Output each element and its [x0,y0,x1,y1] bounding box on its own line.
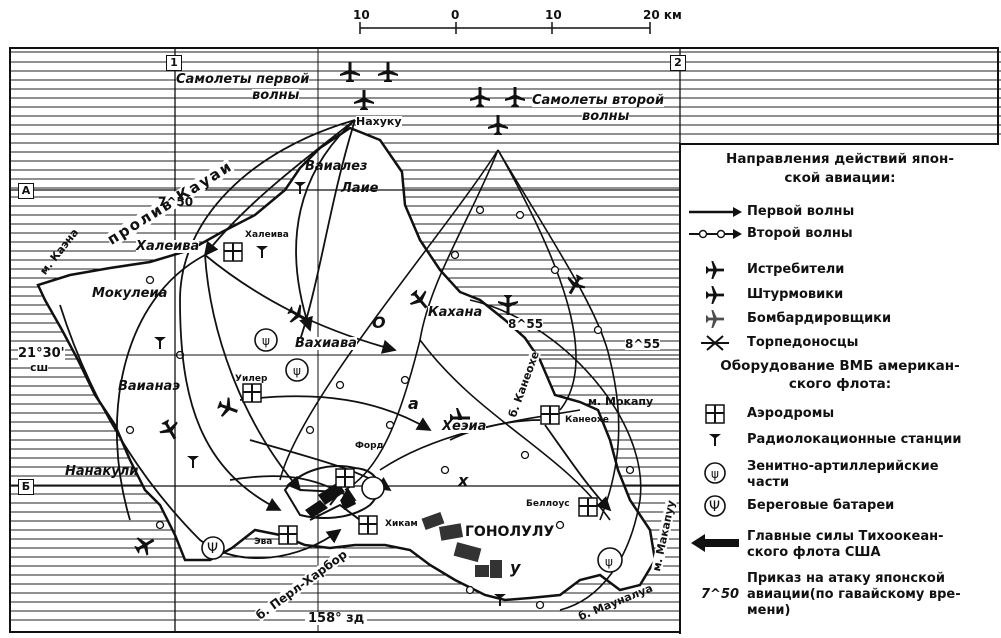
legend-aa: ψ Зенитно-артиллерийские части [681,457,999,491]
legend-title-1: Направления действий япон- [726,151,954,167]
aa-unit-icon: ψ [704,462,726,484]
place-laie: Лаие [341,181,379,196]
svg-text:Ψ: Ψ [207,541,218,557]
grid-col-1: 1 [166,55,182,71]
place-mokuleia: Мокулеиа [92,286,168,301]
island-letter-x: х [458,471,469,490]
legend-first-wave: Первой волны [681,201,999,223]
legend-fleet: Главные силы Тихоокеан- ского флота США [681,527,999,561]
time-750: 7^50 [158,195,194,209]
place-nahuku: Нахуку [356,115,402,128]
place-kahana: Кахана [428,305,483,320]
legend: Направления действий япон- ской авиации:… [679,143,999,634]
airfield-icon [705,404,725,424]
place-bellous: Беллоус [526,499,570,509]
coastal-battery-icon: Ψ [704,495,726,517]
svg-text:Ψ: Ψ [709,499,720,515]
honolulu-city [421,511,502,578]
legend-fighters: Истребители [681,259,999,281]
legend-airfields: Аэродромы [681,403,999,425]
place-haleiva-airfield: Халеива [245,230,289,240]
svg-text:ψ: ψ [293,364,301,378]
svg-text:ψ: ψ [262,334,270,348]
place-vaialez: Ваиалез [305,159,368,174]
legend-title-4: ского флота: [788,376,892,392]
second-wave-line-icon [689,229,742,239]
legend-attack: Штурмовики [681,284,999,306]
scale-label-20km: 20 км [643,8,682,22]
legend-coastal: Ψ Береговые батареи [681,495,999,517]
second-wave-label-1: Самолеты второй [532,93,665,108]
island-oahu [36,126,657,602]
place-eva: Эва [254,537,273,547]
legend-title-2: ской авиации: [784,170,896,186]
svg-text:ψ: ψ [711,467,719,481]
grid-row-a: А [18,183,34,199]
second-wave-label-2: волны [582,109,630,124]
place-mokapu: м. Мокапу [588,395,654,408]
scale-bar [359,22,651,34]
first-wave-planes [340,62,398,110]
place-heeia: Хеэиа [442,419,487,434]
latitude-sub: сш [30,361,49,374]
place-vaianae: Ваианаэ [118,379,181,394]
torpedo-plane-icon [701,335,729,351]
latitude-label: 21°30' [18,346,65,361]
attack-plane-icon [706,286,724,304]
legend-radar: Радиолокационные станции [681,429,999,451]
order-time-icon: 7^50 [701,587,740,602]
island-letter-a: а [408,394,419,413]
place-uiler: Уилер [235,374,268,384]
place-kaneohe: Канеохе [565,415,609,425]
bomber-plane-icon [706,310,724,328]
legend-bombers: Бомбардировщики [681,308,999,330]
aa-and-coastal: ψ ψ ψ Ψ [201,328,623,573]
legend-second-wave: Второй волны [681,223,999,245]
fighter-plane-icon [706,261,724,279]
scale-label-10: 10 [353,8,370,22]
legend-order: 7^50 Приказ на атаку японской авиации(по… [701,571,961,618]
scale-label-0: 0 [451,8,460,22]
time-855-a: 8^55 [508,317,544,331]
legend-title-3: Оборудование ВМБ американ- [720,358,960,374]
place-vahiava: Вахиава [295,336,357,351]
svg-text:ψ: ψ [605,555,613,569]
place-honolulu: ГОНОЛУЛУ [465,524,555,540]
first-wave-label-2: волны [252,88,300,103]
island-letter-u: у [510,558,521,577]
first-wave-label-1: Самолеты первой [176,72,310,87]
second-wave-planes [470,87,525,135]
place-nanakuli: Нанакули [65,464,139,479]
island-letter-o: О [372,313,386,332]
first-wave-line-icon [689,207,742,217]
legend-torpedo: Торпедоносцы [681,332,999,354]
place-hikam: Хикам [385,519,418,529]
scale-label-10b: 10 [545,8,562,22]
place-haleiva: Халеива [136,239,200,254]
radar-icon [709,434,721,446]
grid-row-b: Б [18,479,34,495]
time-855-b: 8^55 [625,337,661,351]
fleet-arrow-icon [691,534,739,552]
grid-col-2: 2 [670,55,686,71]
place-ford: Форд [355,441,384,451]
longitude-label: 158° зд [305,612,368,625]
